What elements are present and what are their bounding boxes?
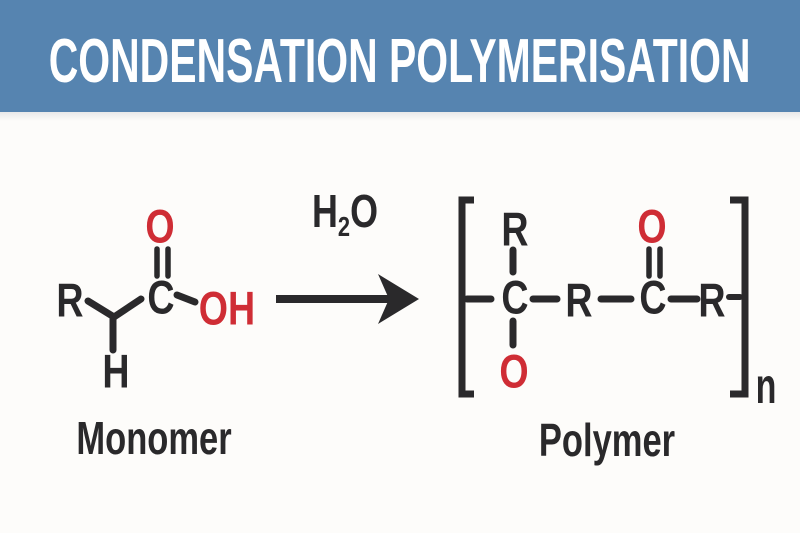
polymer-atom-o-top: O <box>637 199 667 253</box>
monomer-atom-c: C <box>147 270 175 324</box>
polymer-atom-c-left: C <box>501 270 529 324</box>
reaction-arrow-head <box>378 274 419 324</box>
polymer-atom-o-bottom: O <box>499 344 529 398</box>
monomer-atom-o: O <box>145 199 175 253</box>
polymer-atom-c-right: C <box>639 270 667 324</box>
polymer-atom-r-top: R <box>501 202 529 256</box>
polymer-atom-r-right: R <box>698 273 726 327</box>
monomer-atom-r: R <box>56 273 84 327</box>
bond-c-oh <box>173 291 199 306</box>
right-bracket <box>730 196 749 398</box>
monomer-atom-h: H <box>102 344 130 398</box>
page-title: CONDENSATION POLYMERISATION <box>49 26 751 96</box>
monomer-caption: Monomer <box>76 412 232 464</box>
monomer-atom-oh: OH <box>198 281 256 335</box>
formula-h: H <box>312 185 338 237</box>
repeat-unit-subscript-n: n <box>755 358 777 414</box>
polymer-atom-r-middle: R <box>565 273 593 327</box>
header-banner: CONDENSATION POLYMERISATION <box>0 0 800 112</box>
polymer-caption: Polymer <box>538 414 676 466</box>
formula-o: O <box>350 185 378 237</box>
formula-subscript-2: 2 <box>337 211 351 242</box>
byproduct-formula-h2o: H2O <box>312 185 378 241</box>
bond-vertex-c <box>110 295 145 321</box>
bond-r-vertex <box>84 297 118 321</box>
left-bracket <box>458 196 474 398</box>
